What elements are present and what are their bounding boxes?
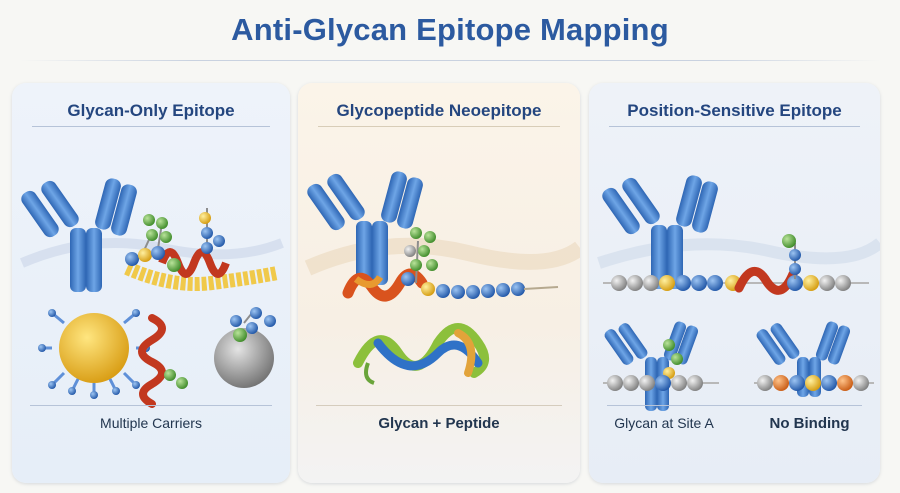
glycopeptide-illustration xyxy=(298,83,580,413)
peptide-chain-icon xyxy=(603,271,869,291)
caption-divider xyxy=(316,405,562,406)
antibody-bound-icon xyxy=(603,320,700,411)
nanoparticle-carrier-icon xyxy=(38,309,150,399)
caption-divider xyxy=(607,405,862,406)
caption-multiple-carriers: Multiple Carriers xyxy=(12,415,290,431)
protein-carrier-icon xyxy=(142,318,188,404)
particle-carrier-icon xyxy=(214,307,276,388)
caption-divider xyxy=(30,405,272,406)
antibody-icon xyxy=(19,177,139,292)
membrane-surface xyxy=(599,243,880,263)
panel-position-sensitive: Position-Sensitive Epitope xyxy=(589,83,880,483)
caption-no-binding: No Binding xyxy=(739,415,880,432)
glycan-only-illustration xyxy=(12,83,290,413)
page-title: Anti-Glycan Epitope Mapping xyxy=(0,12,900,48)
caption-glycan-peptide: Glycan + Peptide xyxy=(298,415,580,432)
antibody-icon xyxy=(600,174,720,289)
panel-glycopeptide: Glycopeptide Neoepitope xyxy=(298,83,580,483)
peptide-chain-no-binding-icon xyxy=(754,375,874,391)
peptide-chain-site-a-icon xyxy=(603,375,719,391)
folded-protein-icon xyxy=(358,328,484,383)
panel-glycan-only: Glycan-Only Epitope xyxy=(12,83,290,483)
position-sensitive-illustration xyxy=(589,83,880,413)
peptide-chain-icon xyxy=(421,282,558,299)
title-divider xyxy=(20,60,880,61)
surface-wave xyxy=(308,246,580,268)
caption-glycan-site-a: Glycan at Site A xyxy=(589,415,739,431)
